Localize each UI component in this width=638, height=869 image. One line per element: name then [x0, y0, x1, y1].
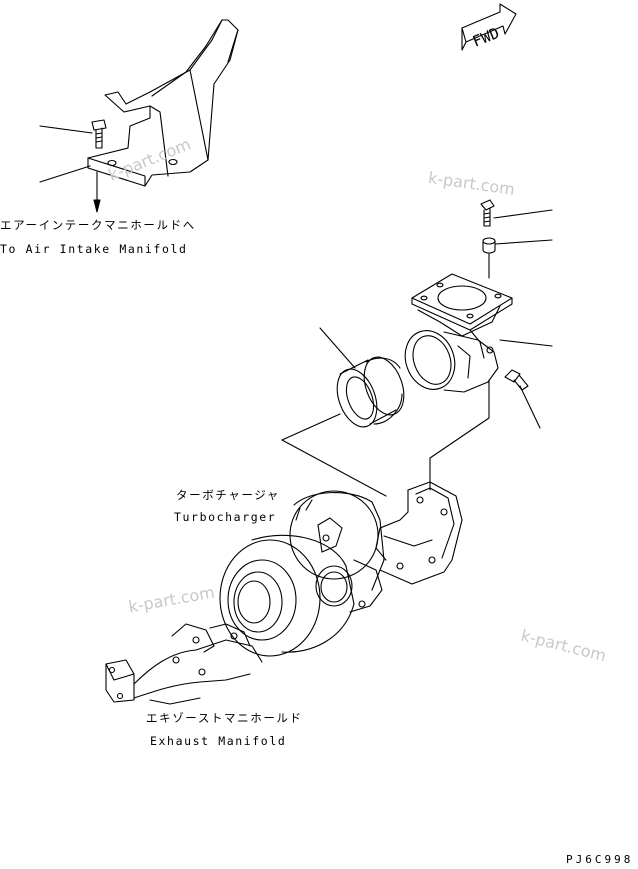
- label-exhaust-en: Exhaust Manifold: [150, 734, 287, 748]
- screw: [504, 369, 529, 391]
- turbocharger: [219, 490, 385, 657]
- label-exhaust-jp: エキゾーストマニホールド: [146, 711, 303, 725]
- label-turbo-en: Turbocharger: [174, 510, 277, 524]
- bracket: [87, 19, 239, 187]
- bolt-small: [480, 199, 495, 227]
- label-turbo-jp: ターボチャージャ: [176, 488, 280, 502]
- spacer: [482, 237, 496, 254]
- label-air-intake-en: To Air Intake Manifold: [0, 242, 188, 256]
- label-air-intake-jp: エアーインテークマニホールドへ: [0, 218, 196, 232]
- bolt: [91, 119, 107, 149]
- drawing-code: PJ6C998: [566, 853, 634, 866]
- exhaust-manifold-upper: [375, 481, 463, 585]
- air-elbow: [404, 273, 513, 393]
- fwd-arrow-icon: [461, 3, 517, 51]
- coupling-clamp: [336, 356, 405, 428]
- exhaust-manifold-lower: [105, 623, 263, 705]
